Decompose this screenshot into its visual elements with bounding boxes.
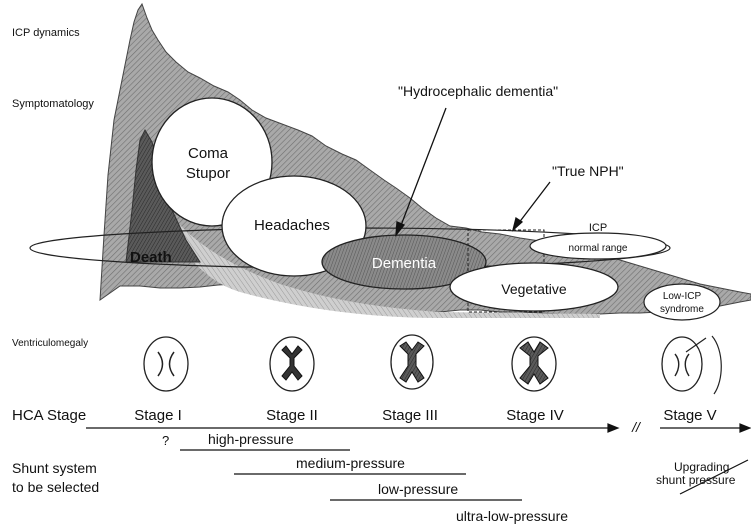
shunt-ultra-low-label: ultra-low-pressure — [456, 508, 568, 524]
label-low-icp: Low-ICP — [663, 291, 702, 302]
shunt-high-label: high-pressure — [208, 431, 294, 447]
row-label-hca-stage: HCA Stage — [12, 407, 86, 424]
upgrading-label-2: shunt pressure — [656, 473, 736, 487]
ventricle-stage-5-icon — [662, 336, 721, 394]
callout-hydrocephalic-dementia: "Hydrocephalic dementia" — [398, 83, 558, 99]
label-dementia: Dementia — [372, 255, 437, 272]
row-label-symptomatology: Symptomatology — [12, 98, 94, 110]
stage-label-3: Stage III — [382, 407, 438, 424]
label-syndrome: syndrome — [660, 304, 704, 315]
label-death: Death — [130, 249, 172, 266]
label-coma: Coma — [188, 145, 229, 162]
label-stupor: Stupor — [186, 165, 230, 182]
question-mark: ? — [162, 433, 169, 448]
label-normal-range: normal range — [569, 243, 628, 254]
stage-timeline — [86, 424, 750, 432]
upgrading-label-1: Upgrading — [674, 460, 729, 474]
callout-true-nph: "True NPH" — [552, 163, 624, 179]
row-label-ventriculomegaly: Ventriculomegaly — [12, 338, 88, 349]
stage-label-2: Stage II — [266, 407, 318, 424]
shunt-medium-label: medium-pressure — [296, 455, 405, 471]
stage-label-1: Stage I — [134, 407, 182, 424]
label-headaches: Headaches — [254, 217, 330, 234]
stage-label-4: Stage IV — [506, 407, 564, 424]
ventricle-stage-4-icon — [512, 337, 556, 391]
row-label-shunt-2: to be selected — [12, 479, 99, 495]
row-label-icp-dynamics: ICP dynamics — [12, 27, 80, 39]
label-vegetative: Vegetative — [501, 281, 567, 297]
label-icp: ICP — [589, 222, 607, 234]
ventricle-stage-1-icon — [144, 337, 188, 391]
ventricle-stage-2-icon — [270, 337, 314, 391]
ventricle-stage-3-icon — [391, 335, 433, 389]
axis-break: // — [631, 419, 642, 435]
row-label-shunt-1: Shunt system — [12, 460, 97, 476]
stage-label-5: Stage V — [663, 407, 716, 424]
shunt-low-label: low-pressure — [378, 481, 458, 497]
